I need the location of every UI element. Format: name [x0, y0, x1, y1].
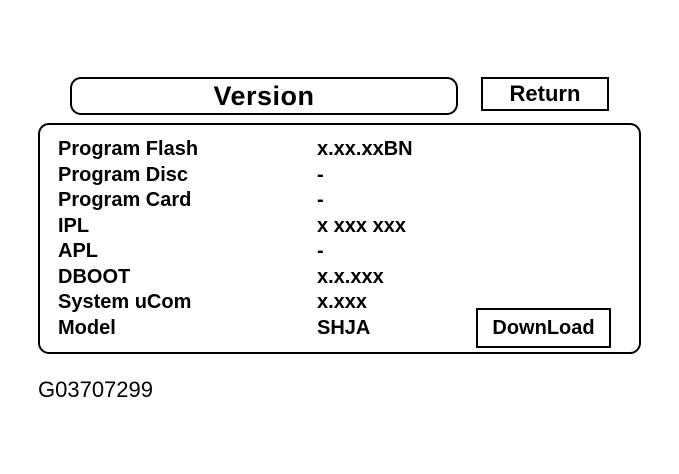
info-label: APL: [58, 240, 98, 263]
info-value: -: [317, 189, 324, 212]
info-value: -: [317, 163, 324, 186]
info-label: Model: [58, 316, 116, 339]
figure-id: G03707299: [38, 377, 153, 402]
info-label: System uCom: [58, 291, 192, 314]
info-label: Program Card: [58, 189, 192, 212]
info-row-system-ucom: System uCom x.xxx: [58, 290, 413, 316]
info-label: DBOOT: [58, 265, 131, 288]
version-info-list: Program Flash x.xx.xxBN Program Disc - P…: [58, 137, 413, 341]
info-row-apl: APL -: [58, 239, 413, 265]
info-row-model: Model SHJA: [58, 316, 413, 342]
info-row-program-disc: Program Disc -: [58, 163, 413, 189]
return-button[interactable]: Return: [481, 77, 609, 111]
info-label: Program Disc: [58, 163, 189, 186]
info-row-program-flash: Program Flash x.xx.xxBN: [58, 137, 413, 163]
info-row-dboot: DBOOT x.x.xxx: [58, 265, 413, 291]
title-bar: Version: [70, 77, 458, 115]
download-button[interactable]: DownLoad: [476, 308, 611, 348]
info-row-ipl: IPL x xxx xxx: [58, 214, 413, 240]
info-value: -: [317, 240, 324, 263]
info-value: x.x.xxx: [317, 265, 384, 288]
info-value: x.xx.xxBN: [317, 138, 413, 161]
info-value: x xxx xxx: [317, 214, 406, 237]
info-label: IPL: [58, 214, 90, 237]
version-info-panel: Program Flash x.xx.xxBN Program Disc - P…: [38, 123, 641, 354]
info-value: x.xxx: [317, 291, 368, 314]
page-title: Version: [213, 80, 315, 111]
info-row-program-card: Program Card -: [58, 188, 413, 214]
info-value: SHJA: [317, 316, 371, 339]
info-label: Program Flash: [58, 138, 199, 161]
